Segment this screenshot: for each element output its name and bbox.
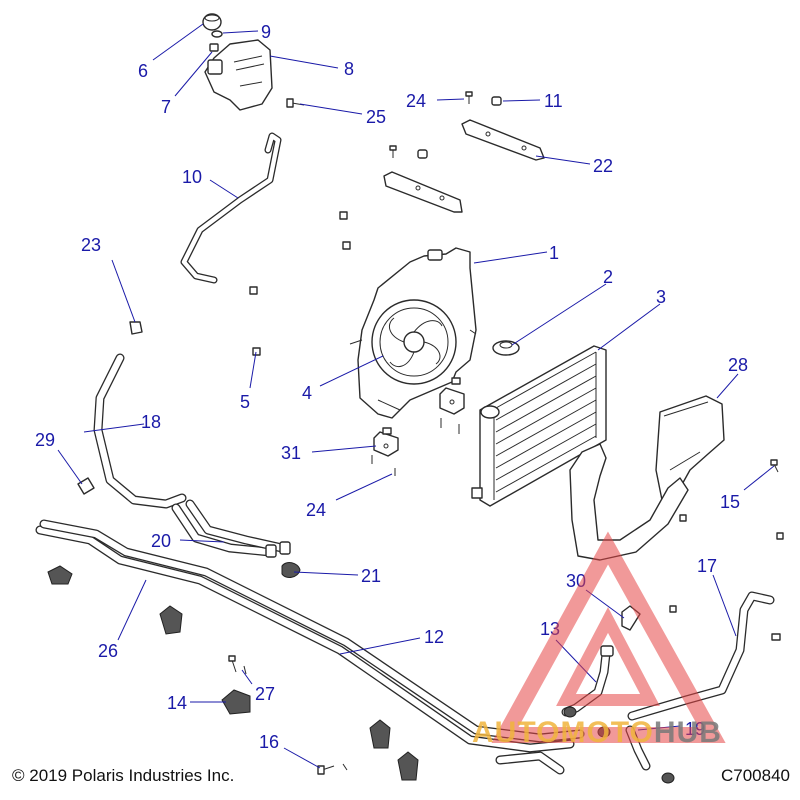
clip-5 xyxy=(252,347,261,356)
lower-bracket-right xyxy=(439,387,465,415)
fastener-right-c xyxy=(669,605,677,613)
tube-mount-b xyxy=(159,605,183,635)
callout-11: 11 xyxy=(544,91,563,111)
bolt-24-top xyxy=(465,91,473,104)
callout-27: 27 xyxy=(255,684,275,704)
nut-11 xyxy=(491,96,502,106)
watermark-logo-icon xyxy=(491,531,726,743)
callout-31: 31 xyxy=(281,443,301,463)
lower-hose-13 xyxy=(561,645,614,718)
callout-12: 12 xyxy=(424,627,444,647)
callout-2: 2 xyxy=(603,267,613,287)
callout-14: 14 xyxy=(167,693,187,713)
fastener-set xyxy=(371,377,461,476)
callout-16: 16 xyxy=(259,732,279,752)
clip-b xyxy=(342,241,351,250)
callout-6: 6 xyxy=(138,61,148,81)
fan-shroud xyxy=(349,247,477,419)
callout-20: 20 xyxy=(151,531,171,551)
overflow-hose xyxy=(180,132,282,284)
upper-bracket-right xyxy=(461,119,545,161)
clip-c xyxy=(249,286,258,295)
callout-24-top: 24 xyxy=(406,91,426,111)
radiator xyxy=(471,345,607,507)
tube-mount-14 xyxy=(221,689,251,715)
reservoir-cap xyxy=(202,13,222,31)
callout-28: 28 xyxy=(728,355,748,375)
tube-mount-d xyxy=(397,751,419,781)
callout-17: 17 xyxy=(697,556,717,576)
callout-26: 26 xyxy=(98,641,118,661)
lower-bracket-left xyxy=(373,431,399,457)
callout-24-bottom: 24 xyxy=(306,500,326,520)
y-hose-20 xyxy=(171,499,291,558)
callout-18: 18 xyxy=(141,412,161,432)
drawing-number: C700840 xyxy=(720,766,790,785)
o-ring xyxy=(211,30,223,38)
bolt-upper xyxy=(389,145,397,158)
tube-mount-c xyxy=(369,719,391,749)
callout-3: 3 xyxy=(656,287,666,307)
callout-7: 7 xyxy=(161,97,171,117)
callout-labels: 1 2 3 4 5 6 7 8 9 10 11 12 13 14 15 16 1… xyxy=(35,22,748,752)
watermark-text: AUTOMOTOHUB xyxy=(472,716,722,750)
nut-upper xyxy=(417,149,428,159)
callout-5: 5 xyxy=(240,392,250,412)
callout-15: 15 xyxy=(720,492,740,512)
callout-23: 23 xyxy=(81,235,101,255)
hose-clip-29 xyxy=(77,477,95,495)
coolant-tube-12 xyxy=(35,525,575,753)
hose-fitting-23 xyxy=(129,321,143,335)
callout-9: 9 xyxy=(261,22,271,42)
reservoir-screw xyxy=(286,98,305,108)
callout-25: 25 xyxy=(366,107,386,127)
fastener-15 xyxy=(770,459,779,473)
callout-22: 22 xyxy=(593,156,613,176)
callout-21: 21 xyxy=(361,566,381,586)
neck-fitting xyxy=(209,43,219,52)
clip-a xyxy=(339,211,348,220)
callout-8: 8 xyxy=(344,59,354,79)
callout-10: 10 xyxy=(182,167,202,187)
watermark-text-part1: AUTOMOTO xyxy=(472,716,654,749)
watermark-text-part2: HUB xyxy=(653,716,722,749)
return-hose-17 xyxy=(627,591,775,721)
hose-clamp-21 xyxy=(281,562,301,578)
callout-4: 4 xyxy=(302,383,312,403)
copyright-notice: © 2019 Polaris Industries Inc. xyxy=(12,766,235,785)
bolt-16 xyxy=(317,763,348,775)
callout-29: 29 xyxy=(35,430,55,450)
fastener-right-b xyxy=(776,532,784,540)
coolant-reservoir xyxy=(204,39,273,111)
upper-bracket-left xyxy=(383,171,463,213)
tube-mount-a xyxy=(47,565,73,585)
fastener-27 xyxy=(228,655,247,675)
callout-1: 1 xyxy=(549,243,559,263)
upper-hose-18 xyxy=(93,353,187,509)
fastener-right-a xyxy=(679,514,687,522)
air-duct xyxy=(655,395,725,501)
